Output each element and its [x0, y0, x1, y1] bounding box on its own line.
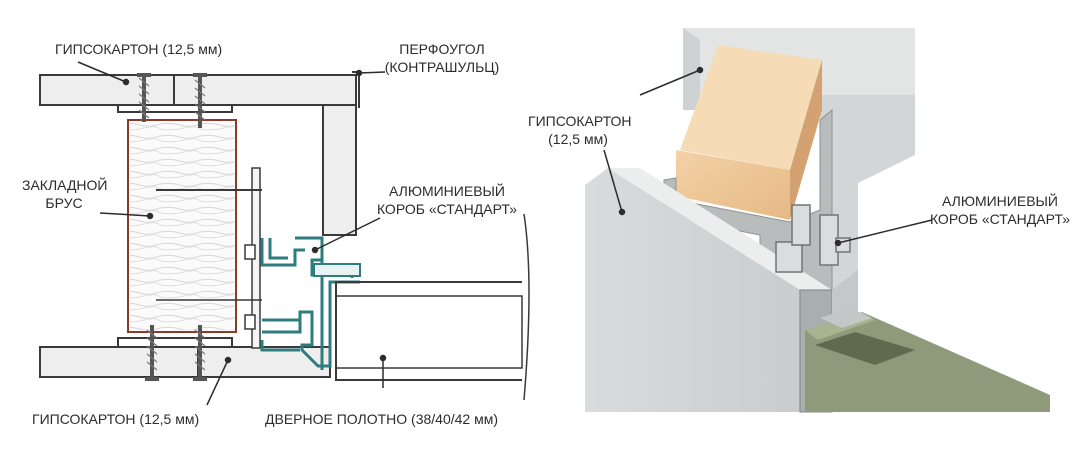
- right-leader-lines: [603, 66, 933, 247]
- door-leaf-section: [335, 213, 530, 401]
- label-drywall-right-line1: ГИПСОКАРТОН: [528, 113, 632, 129]
- label-aluminum-box-left-line1: АЛЮМИНИЕВЫЙ: [388, 183, 505, 199]
- render-3d: [585, 28, 1050, 413]
- label-door-leaf: ДВЕРНОЕ ПОЛОТНО (38/40/42 мм): [265, 411, 498, 427]
- label-perfougol: ПЕРФОУГОЛ (КОНТРАШУЛЬЦ): [382, 40, 502, 76]
- label-aluminum-box-right: АЛЮМИНИЕВЫЙ КОРОБ «СТАНДАРТ»: [925, 192, 1075, 228]
- screw-bottom-left: [145, 325, 159, 381]
- alu-profile-teeth: [775, 204, 851, 273]
- metal-profile-bottom: [117, 337, 233, 347]
- label-drywall-top: ГИПСОКАРТОН (12,5 мм): [55, 41, 223, 57]
- beam-top: [680, 45, 822, 170]
- side-drywall-sheet: [322, 104, 357, 236]
- section-drawing: [39, 61, 530, 406]
- back-wall-side: [683, 28, 700, 110]
- metal-profile-top: [117, 105, 233, 113]
- aluminum-frame-profile: [260, 236, 360, 370]
- screw-bottom-right: [193, 325, 207, 381]
- left-leader-lines: [77, 61, 387, 406]
- door-leaf-inner: [820, 308, 872, 328]
- beam-front: [676, 150, 790, 220]
- label-drywall-right: ГИПСОКАРТОН (12,5 мм): [528, 112, 632, 148]
- label-perfougol-line1: ПЕРФОУГОЛ: [399, 41, 485, 57]
- label-aluminum-box-left-line2: КОРОБ «СТАНДАРТ»: [376, 201, 518, 217]
- label-aluminum-box-left: АЛЮМИНИЕВЫЙ КОРОБ «СТАНДАРТ»: [372, 182, 522, 218]
- label-embedded-beam: ЗАКЛАДНОЙ БРУС: [22, 176, 108, 212]
- label-drywall-bottom: ГИПСОКАРТОН (12,5 мм): [32, 411, 200, 427]
- front-drywall: [585, 168, 800, 412]
- screw-top-right: [193, 73, 207, 128]
- fixing-clip-top: [244, 244, 256, 260]
- fixing-clip-bottom: [244, 314, 256, 330]
- label-embedded-beam-line1: ЗАКЛАДНОЙ: [22, 177, 108, 193]
- door-leaf-slot: [815, 332, 915, 365]
- inner-niche: [820, 95, 915, 320]
- beam-grain: [130, 122, 234, 330]
- label-aluminum-box-right-line1: АЛЮМИНИЕВЫЙ: [941, 193, 1058, 209]
- label-drywall-right-line2: (12,5 мм): [548, 131, 608, 147]
- beam-side: [790, 60, 822, 220]
- screw-top-left: [137, 73, 151, 122]
- label-embedded-beam-line2: БРУС: [45, 195, 83, 211]
- door-seal: [313, 263, 361, 277]
- label-perfougol-line2: (КОНТРАШУЛЬЦ): [384, 59, 500, 75]
- label-aluminum-box-right-line2: КОРОБ «СТАНДАРТ»: [929, 211, 1071, 227]
